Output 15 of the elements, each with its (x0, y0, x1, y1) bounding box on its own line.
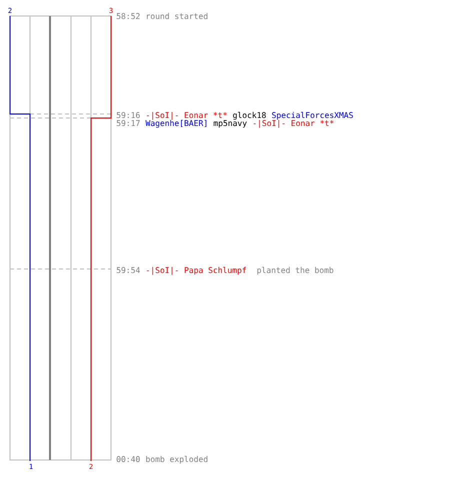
weapon-name: glock18 (233, 112, 266, 120)
player-name: -|SoI|- Papa Schlumpf (146, 266, 246, 275)
player-name: SpecialForcesXMAS (272, 112, 353, 120)
event-text: round started (146, 12, 208, 20)
time-label: 00:40 (116, 456, 140, 462)
player-name: -|SoI|- Eonar *t * (254, 120, 334, 128)
event-text: bomb exploded (146, 456, 208, 464)
player-name: Wagenhe[BAER] (146, 120, 206, 128)
time-label: 59:54 (116, 267, 140, 274)
player-name: -|SoI|- Eonar *t * (146, 112, 227, 120)
time-label: 59:16 (116, 112, 140, 118)
weapon-name: mp5navy (214, 120, 247, 128)
time-label: 58:52 (116, 13, 140, 20)
time-label: 59:17 (116, 120, 140, 126)
event-text: planted the bomb (257, 266, 334, 275)
